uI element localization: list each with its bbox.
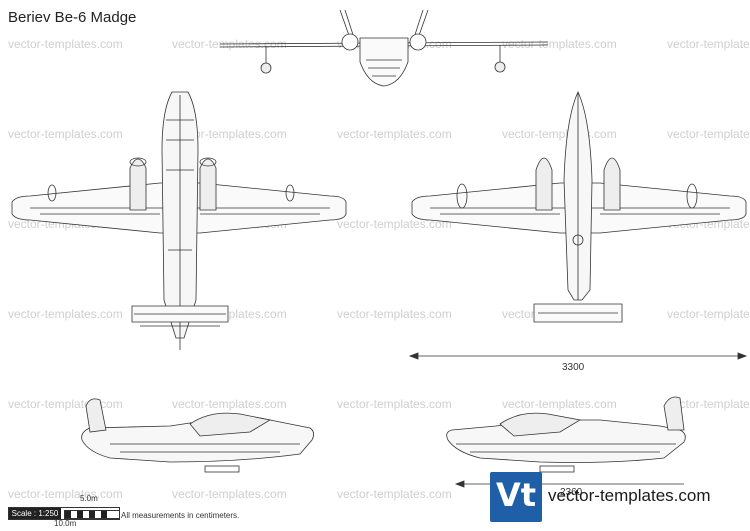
side-view-right <box>446 396 686 473</box>
bottom-view <box>411 91 747 323</box>
measurement-note: All measurements in centimeters. <box>121 511 240 520</box>
brand-logo-icon: Vt <box>490 472 542 522</box>
watermark-text: vector-templates.com <box>337 487 452 501</box>
watermark-text: vector-templates.com <box>667 127 750 141</box>
front-view <box>219 9 549 87</box>
watermark-text: vector-templates.com <box>337 397 452 411</box>
watermark-text: vector-templates.com <box>8 37 123 51</box>
side-view-left <box>81 398 314 473</box>
watermark-text: vector-templates.com <box>8 127 123 141</box>
scale-bar-box: Scale : 1:250 <box>8 507 120 520</box>
wingspan-dimension-line <box>408 352 748 360</box>
watermark-text: vector-templates.com <box>502 397 617 411</box>
scale-segment <box>89 511 95 518</box>
watermark-text: vector-templates.com <box>172 127 287 141</box>
logo-glyph: Vt <box>495 476 537 514</box>
top-view <box>11 91 347 350</box>
watermark-text: vector-templates.com <box>337 217 452 231</box>
watermark-text: vector-templates.com <box>667 397 750 411</box>
watermark-text: vector-templates.com <box>502 37 617 51</box>
scale-five-meter-label: 5.0m <box>80 494 98 503</box>
watermark-text: vector-templates.com <box>172 487 287 501</box>
brand-name: vector-templates.com <box>548 486 711 505</box>
scale-segment <box>77 511 83 518</box>
scale-segment <box>101 511 107 518</box>
watermark-text: vector-templates.com <box>337 307 452 321</box>
watermark-text: vector-templates.com <box>667 307 750 321</box>
wingspan-label: 3300 <box>562 362 585 373</box>
watermark-text: vector-templates.com <box>8 487 123 501</box>
scale-text: Scale : 1:250 <box>9 508 61 519</box>
watermark-text: vector-templates.com <box>172 397 287 411</box>
scale-segment <box>65 511 71 518</box>
watermark-text: vector-templates.com <box>667 37 750 51</box>
watermark-text: vector-templates.com <box>337 127 452 141</box>
length-label: 2360 <box>560 487 583 498</box>
page-title: Beriev Be-6 Madge <box>8 9 137 26</box>
watermark-row: vector-templates.com vector-templates.co… <box>0 487 750 501</box>
watermark-text: vector-templates.com <box>8 307 123 321</box>
scale-bar <box>64 510 120 519</box>
scale-ten-meter-label: 10.0m <box>54 519 77 528</box>
